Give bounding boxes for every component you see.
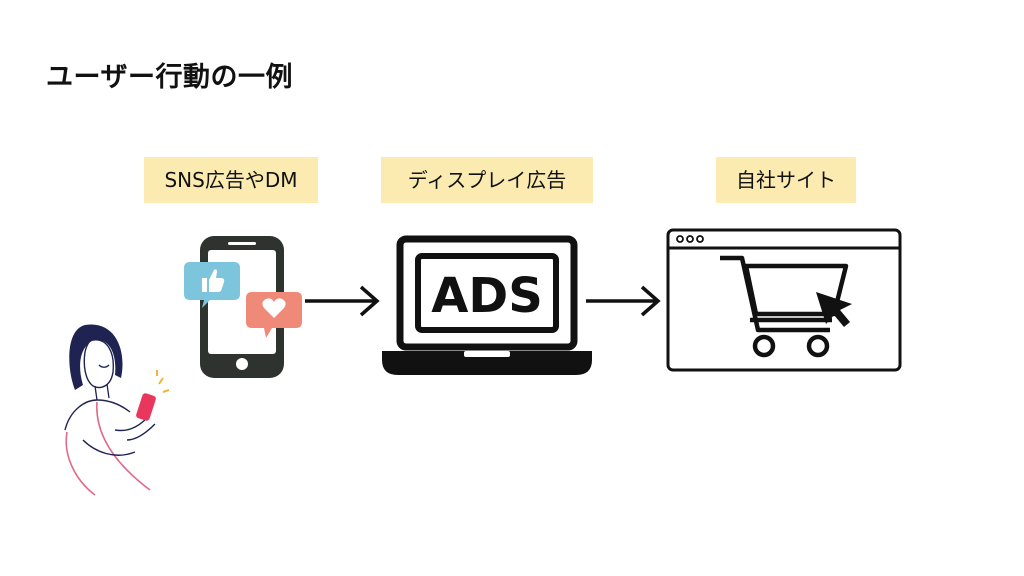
step-label-sns: SNS広告やDM bbox=[144, 157, 318, 203]
arrow-right-icon bbox=[586, 285, 661, 317]
step-label-display-ads: ディスプレイ広告 bbox=[381, 157, 593, 203]
page-title: ユーザー行動の一例 bbox=[46, 62, 293, 93]
shopping-cart-icon bbox=[720, 255, 849, 358]
laptop-screen-text: ADS bbox=[431, 268, 543, 324]
person-with-phone-illustration bbox=[64, 324, 170, 496]
cursor-pointer-icon bbox=[816, 292, 852, 327]
smartphone-social-icon bbox=[184, 236, 302, 378]
laptop-ads-icon: ADS bbox=[382, 235, 592, 375]
browser-cart-icon bbox=[666, 228, 902, 372]
step-label-own-site: 自社サイト bbox=[716, 157, 856, 203]
arrow-right-icon bbox=[305, 285, 380, 317]
